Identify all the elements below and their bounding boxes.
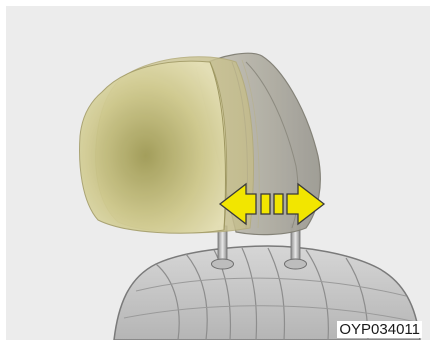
figure-code-label: OYP034011 — [337, 321, 422, 338]
illustration-panel: OYP034011 — [6, 6, 430, 340]
headrest-illustration — [6, 6, 430, 340]
headrest — [80, 53, 321, 234]
